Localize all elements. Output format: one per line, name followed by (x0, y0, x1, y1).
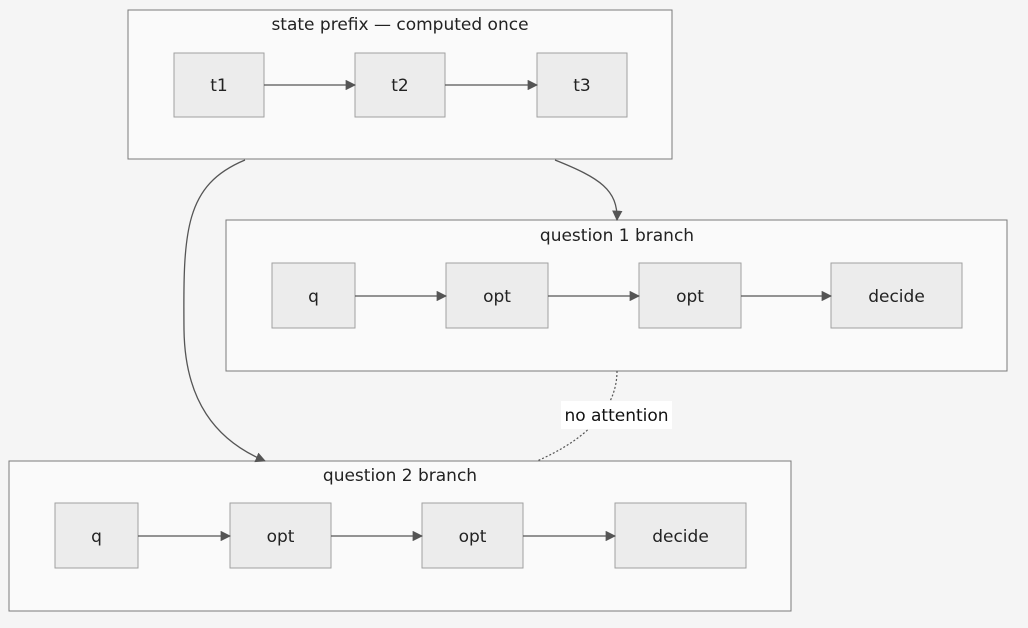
cluster-question-2-title: question 2 branch (323, 466, 477, 486)
node-q2-q-box (54, 502, 139, 569)
cluster-state-prefix-title: state prefix — computed once (271, 15, 528, 35)
node-q1-opt-b-box (638, 262, 742, 329)
node-q2-opt-b[interactable]: opt (421, 502, 524, 569)
node-t2[interactable]: t2 (354, 52, 446, 118)
node-t3-label: t3 (573, 76, 590, 96)
node-t1-box (173, 52, 265, 118)
node-t1[interactable]: t1 (173, 52, 265, 118)
node-q2-q[interactable]: q (54, 502, 139, 569)
node-q1-opt-b-label: opt (676, 287, 704, 307)
node-t2-box (354, 52, 446, 118)
cluster-question-2: question 2 branch q opt opt decide (8, 460, 792, 612)
node-q2-decide-box (614, 502, 747, 569)
node-q2-decide-label: decide (652, 527, 709, 547)
node-q1-q-label: q (308, 287, 319, 307)
edge-prefix-to-question-1 (554, 159, 623, 222)
node-q1-q[interactable]: q (271, 262, 356, 329)
node-t2-label: t2 (391, 76, 408, 96)
node-q1-opt-a-box (445, 262, 549, 329)
node-q2-opt-a-label: opt (267, 527, 295, 547)
node-q2-q-label: q (91, 527, 102, 547)
node-t3-box (536, 52, 628, 118)
edge-label-no-attention: no attention (561, 401, 672, 429)
node-t3[interactable]: t3 (536, 52, 628, 118)
cluster-question-1: question 1 branch q opt opt decide (225, 219, 1008, 372)
cluster-state-prefix: state prefix — computed once t1 t2 t3 (127, 9, 673, 160)
edge-label-no-attention-text: no attention (564, 406, 668, 426)
node-q2-decide[interactable]: decide (614, 502, 747, 569)
node-q1-decide-box (830, 262, 963, 329)
node-q1-opt-b[interactable]: opt (638, 262, 742, 329)
node-q1-opt-a-label: opt (483, 287, 511, 307)
node-q1-opt-a[interactable]: opt (445, 262, 549, 329)
edge-prefix-to-question-2 (183, 159, 266, 463)
node-q1-q-box (271, 262, 356, 329)
cluster-question-1-title: question 1 branch (540, 226, 694, 246)
node-q2-opt-a[interactable]: opt (229, 502, 332, 569)
node-t1-label: t1 (210, 76, 227, 96)
node-q1-decide-label: decide (868, 287, 925, 307)
node-q2-opt-b-label: opt (459, 527, 487, 547)
node-q1-decide[interactable]: decide (830, 262, 963, 329)
edge-label-no-attention-bg (561, 401, 672, 429)
